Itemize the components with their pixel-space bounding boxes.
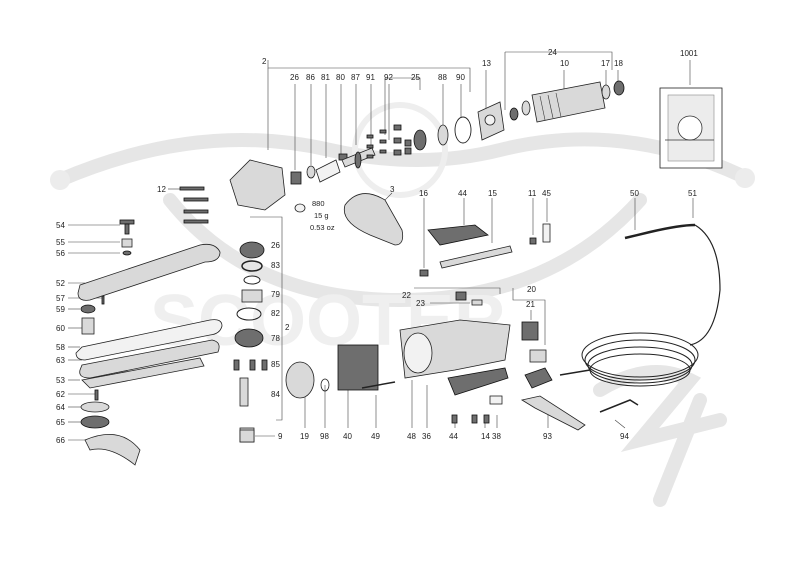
part-label: 57 [56,294,65,303]
parts [75,80,723,466]
part-label: 14 [481,432,490,441]
part-label: 63 [56,356,65,365]
part-label: 12 [157,185,166,194]
arm-52 [77,243,221,301]
guard-66 [84,434,141,466]
part-label: 23 [416,299,425,308]
part-label: 21 [526,300,535,309]
part-label: 44 [449,432,458,441]
part-label: 98 [320,432,329,441]
armature-10 [531,81,606,123]
part-label: 9 [278,432,283,441]
wrench-93 [520,395,586,431]
part-label: 58 [56,343,65,352]
stator-40 [337,344,379,391]
part-label: 94 [620,432,629,441]
part-label: 2 [262,57,267,66]
part-label: 26 [290,73,299,82]
screws-12 [179,186,209,224]
part-label: 88 [438,73,447,82]
part-label: 10 [560,59,569,68]
part-labels: 2 24 1001 26 86 81 80 87 91 92 25 88 90 … [56,48,698,445]
grease-amount: 15 g [314,211,329,220]
part-label: 18 [614,59,623,68]
part-label: 85 [271,360,280,369]
part-label: 56 [56,249,65,258]
part-label: 50 [630,189,639,198]
part-label: 44 [458,189,467,198]
arm-53 [81,357,205,389]
part-label: 45 [542,189,551,198]
part-label: 2 [285,323,290,332]
part-label: 48 [407,432,416,441]
part-label: 84 [271,390,280,399]
grease-amount-oz: 0.53 oz [310,223,335,232]
part-label: 65 [56,418,65,427]
lever-15 [439,245,513,269]
part-label: 66 [56,436,65,445]
grease-tube [294,203,306,213]
side-handle-3 [343,193,404,246]
part-label: 40 [343,432,352,441]
part-label: 26 [271,241,280,250]
part-label: 15 [488,189,497,198]
cover-44 [427,224,489,246]
part-label: 91 [366,73,375,82]
part-label: 59 [56,305,65,314]
switch-21 [521,321,539,341]
part-label: 60 [56,324,65,333]
part-label: 49 [371,432,380,441]
grease-code: 880 [312,199,325,208]
part-label: 38 [492,432,501,441]
part-label: 64 [56,403,65,412]
grease-note: 880 15 g 0.53 oz [310,199,335,232]
part-label: 51 [688,189,697,198]
part-label: 20 [527,285,536,294]
pin-rows [366,124,412,159]
part-label: 3 [390,185,395,194]
part-label: 52 [56,279,65,288]
part-label: 22 [402,291,411,300]
part-label: 92 [384,73,393,82]
part-19 [285,361,315,399]
part-label: 93 [543,432,552,441]
part-label: 86 [306,73,315,82]
part-label: 36 [422,432,431,441]
part-label: 1001 [680,49,698,58]
part-label: 16 [419,189,428,198]
watermark: SCOOTER [50,102,755,507]
part-label: 53 [56,376,65,385]
part-label: 81 [321,73,330,82]
part-label: 17 [601,59,610,68]
bearing-25 [413,129,427,151]
part-label: 54 [56,221,65,230]
part-label: 79 [271,290,280,299]
part-label: 83 [271,261,280,270]
key-94 [599,399,639,413]
plate-63 [79,339,220,379]
part-label: 25 [411,73,420,82]
part-label: 11 [528,189,537,198]
part-label: 87 [351,73,360,82]
part-label: 55 [56,238,65,247]
part-label: 62 [56,390,65,399]
part-label: 82 [271,309,280,318]
gear-housing [229,159,286,211]
part-label: 78 [271,334,280,343]
plug [524,367,553,389]
part-gear-26 [290,171,302,185]
part-label: 19 [300,432,309,441]
part-label: 80 [336,73,345,82]
part-label: 13 [482,59,491,68]
belt-58 [75,319,223,361]
part-label: 24 [548,48,557,57]
part-label: 90 [456,73,465,82]
